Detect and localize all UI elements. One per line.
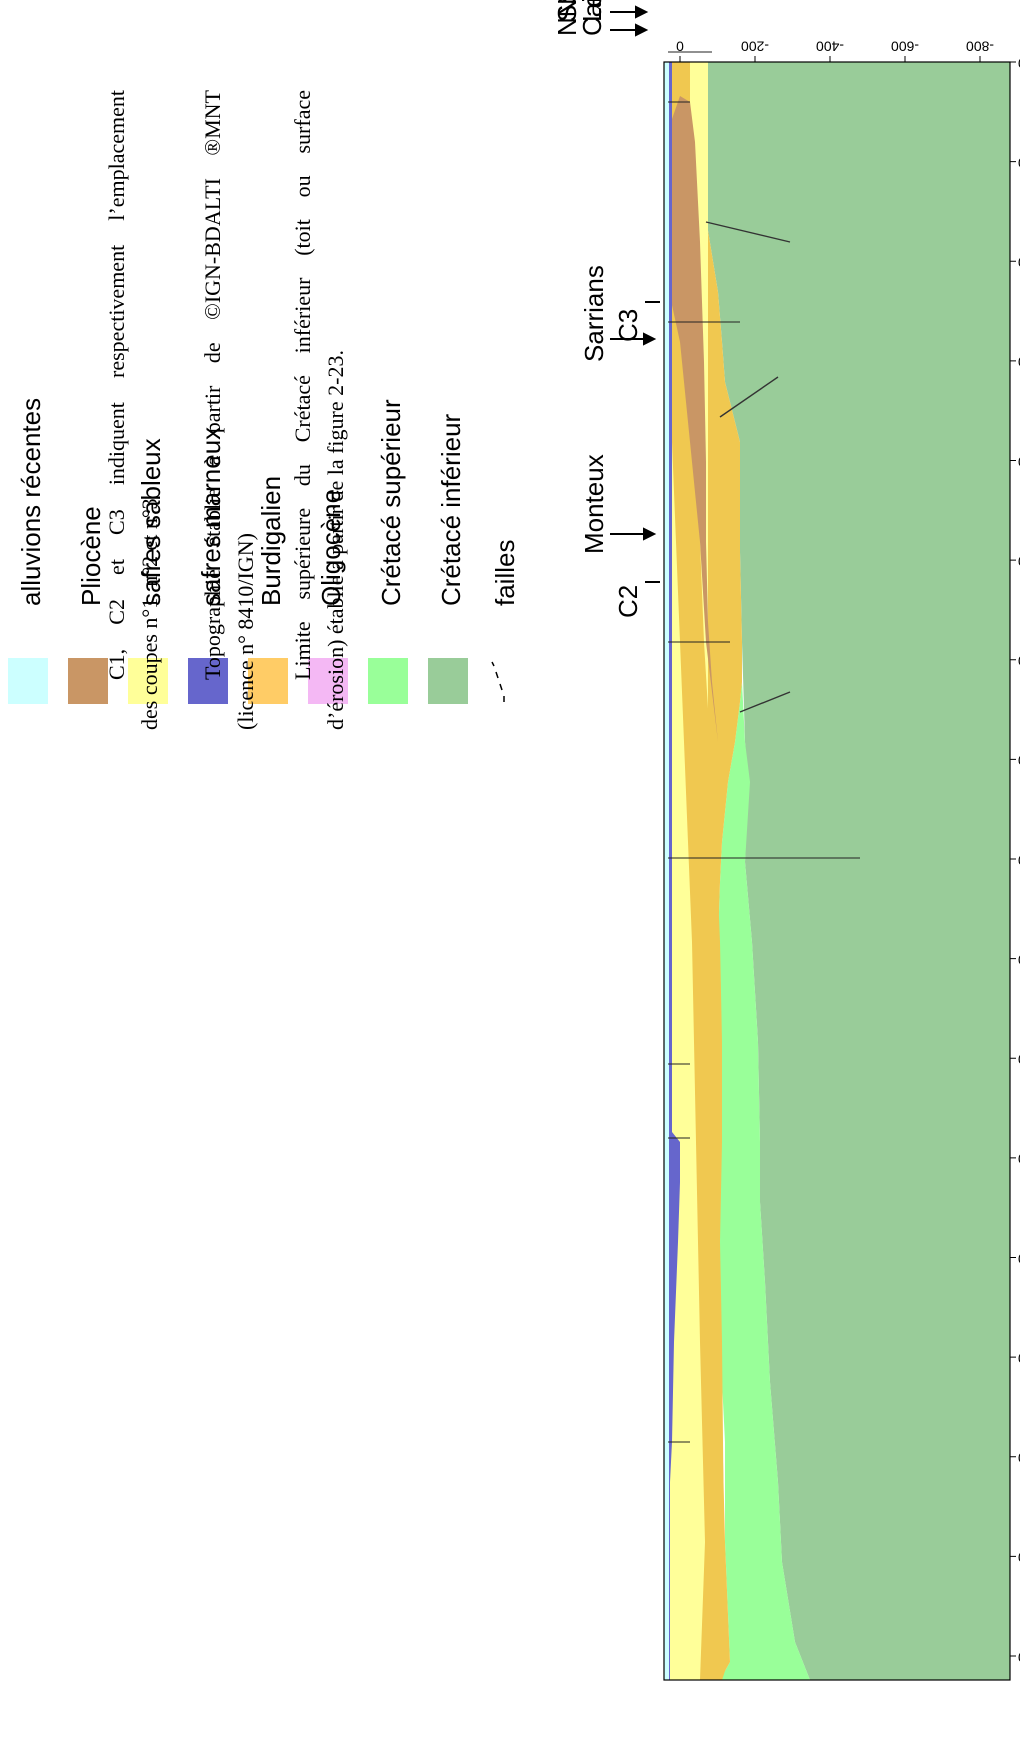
x-tick-label: 8000	[1018, 454, 1020, 470]
x-tick-label: 22000	[1018, 1151, 1020, 1167]
x-tick-label: 10000	[1018, 553, 1020, 569]
plot-frame	[663, 61, 1011, 1681]
x-tick-label: 14000	[1018, 753, 1020, 769]
y-tick-label: -600	[891, 39, 919, 55]
arrow-le-thor-head	[635, 5, 649, 19]
legend-fault-symbol	[491, 661, 505, 702]
x-tick-label: 26000	[1018, 1350, 1020, 1366]
y-tick-label: 0	[676, 39, 684, 55]
x-tick-label: 16000	[1018, 852, 1020, 868]
x-tick-label: 12000	[1018, 653, 1020, 669]
layer-burdigalien-band	[666, 62, 728, 1680]
layer-cretace-superieur	[718, 682, 810, 1680]
x-axis: 0 2000 4000 6000 8000 10000 12000 14000 16000 180…	[1010, 55, 1020, 1665]
x-tick-label: 32000	[1018, 1649, 1020, 1665]
fault-1	[719, 376, 779, 418]
x-tick-label: 28000	[1018, 1450, 1020, 1466]
layer-alluvions-recentes	[664, 62, 669, 1680]
y-tick-label: -800	[966, 39, 994, 55]
y-axis: 0 -200 -400 -600 -800	[676, 39, 994, 62]
fault-3	[705, 221, 791, 243]
x-tick-label: 2000	[1018, 155, 1020, 171]
x-tick-label: 20000	[1018, 1052, 1020, 1068]
x-tick-label: 0	[1018, 55, 1020, 71]
layer-pliocene	[664, 96, 718, 742]
x-tick-label: 4000	[1018, 255, 1020, 271]
arrow-sarrians-head	[643, 332, 657, 346]
y-tick-label: -200	[741, 39, 769, 55]
y-tick-label: -400	[816, 39, 844, 55]
x-tick-label: 30000	[1018, 1550, 1020, 1566]
arrow-cairanne-head	[635, 23, 649, 37]
x-tick-label: 6000	[1018, 354, 1020, 370]
x-tick-label: 24000	[1018, 1251, 1020, 1267]
x-tick-label: 18000	[1018, 952, 1020, 968]
layer-cretace-inferieur	[672, 62, 1010, 1680]
layer-safres-marneux	[668, 62, 680, 1680]
arrow-monteux-head	[643, 527, 657, 541]
fault-2	[739, 691, 791, 713]
